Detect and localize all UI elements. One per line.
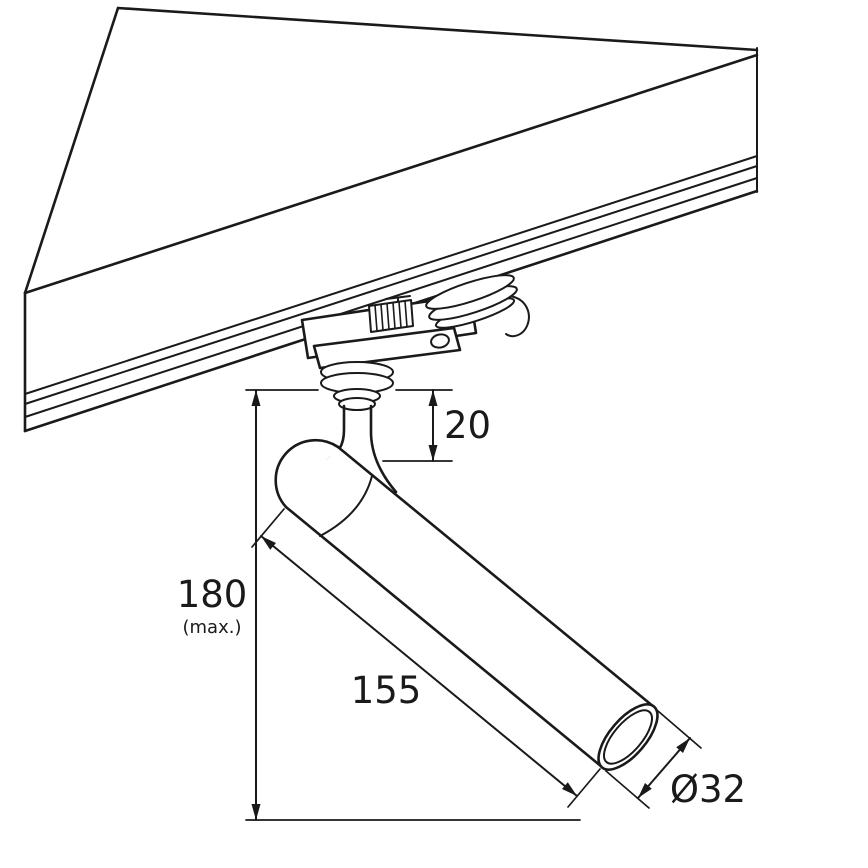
arrowhead	[562, 782, 577, 796]
dimensions: 20 180 (max.) 155 Ø32	[177, 389, 746, 821]
barrel-seam	[319, 475, 373, 537]
dimension-line	[260, 535, 578, 797]
arrowhead	[251, 390, 261, 406]
adapter-screw-hole	[430, 333, 450, 349]
adapter-lock-slider	[368, 299, 414, 333]
stem-right-edge	[369, 404, 398, 494]
adapter-slider-ribs	[374, 300, 408, 332]
barrel-body-fill	[286, 447, 654, 767]
arrowhead	[428, 390, 438, 406]
barrel-top-edge	[336, 445, 656, 709]
dimension-length-155: 155	[251, 508, 601, 808]
arrowhead	[251, 804, 261, 820]
track-adapter	[300, 274, 530, 411]
track-top-front-edge	[23, 53, 759, 295]
track-groove-line	[24, 155, 758, 395]
arrowhead	[428, 445, 438, 461]
adapter-hook	[505, 295, 530, 338]
track-top-back-edge	[116, 6, 759, 52]
extension-line	[251, 508, 285, 548]
spotlight	[274, 404, 659, 771]
dimension-diameter-32: Ø32	[605, 710, 746, 811]
lamp-face-rim	[603, 709, 653, 765]
barrel-back-cap	[274, 438, 340, 509]
extension-line	[605, 770, 650, 809]
track-end-top-edge	[23, 6, 120, 295]
dimension-label-height: 180	[177, 573, 248, 616]
barrel-back-cap-fill	[275, 440, 338, 507]
extension-line	[657, 710, 702, 749]
arrowhead	[676, 738, 690, 753]
arrowhead	[638, 783, 652, 798]
dimension-drop-20: 20	[382, 389, 491, 462]
mount-flange	[338, 397, 376, 411]
adapter-base-plate	[312, 326, 462, 370]
arrowhead	[261, 536, 276, 550]
lamp-face	[597, 703, 659, 771]
extension-line	[567, 768, 601, 808]
barrel-bottom-edge	[284, 505, 604, 769]
adapter-knob-disc	[425, 274, 515, 310]
track-groove-line	[24, 165, 758, 405]
dimension-label-height-note: (max.)	[183, 617, 242, 638]
dimension-label-drop: 20	[444, 404, 491, 447]
dimension-label-diameter: Ø32	[670, 768, 746, 811]
dimension-label-length: 155	[351, 669, 422, 712]
dimension-height-180: 180 (max.)	[177, 389, 581, 821]
